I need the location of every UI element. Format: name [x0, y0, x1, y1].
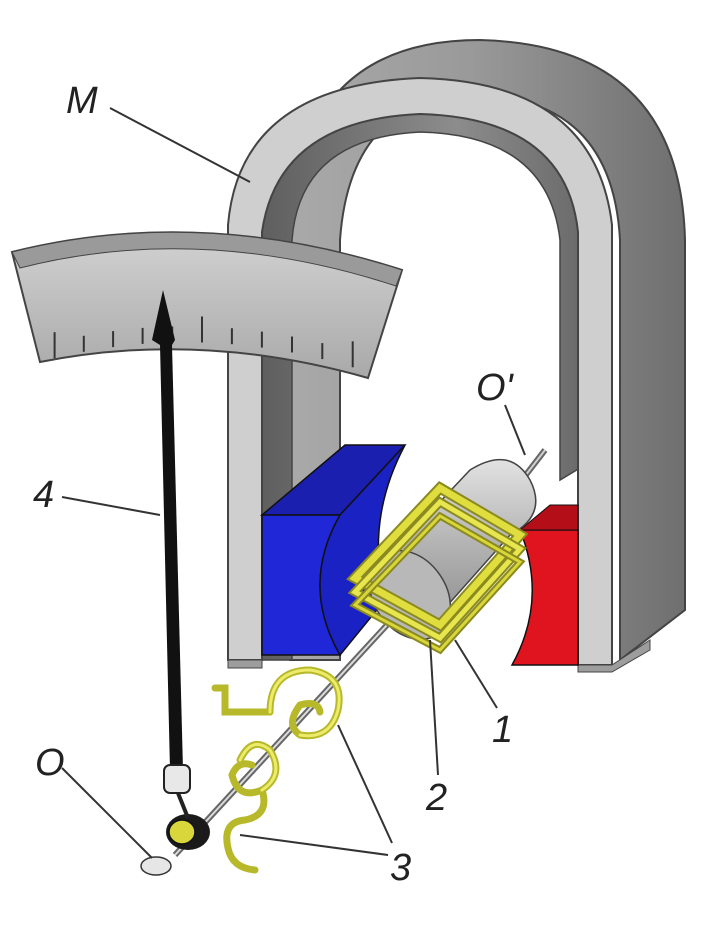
- leader-lines: [61, 107, 526, 859]
- pointer-needle: [152, 290, 191, 819]
- scale-edge: [11, 231, 403, 287]
- north-pole-piece: [259, 444, 407, 657]
- leader-part-2: [429, 639, 439, 776]
- coil-winding-4: [350, 498, 524, 642]
- coil-winding-2: [349, 483, 526, 630]
- leader-magnet: [109, 107, 251, 183]
- pointer-link: [176, 792, 190, 819]
- south-pole-piece: [510, 504, 579, 666]
- coil-winding-6: [352, 514, 523, 652]
- spiral-springs-highlight: [238, 668, 341, 792]
- south-pole-top: [518, 504, 579, 531]
- pointer-shaft: [152, 290, 183, 770]
- pivot-ring: [168, 819, 196, 845]
- south-pole-front: [510, 529, 579, 666]
- label-part-2: 2: [425, 777, 447, 819]
- moving-coil: [346, 481, 529, 655]
- magnet-right-foot: [577, 639, 651, 673]
- magnet-front-face: [227, 76, 613, 666]
- label-part-1: 1: [492, 709, 513, 751]
- magnet-left-foot: [227, 659, 263, 669]
- spring-upper-hi: [268, 668, 341, 738]
- spring-lower-bracket: [223, 786, 268, 874]
- bottom-pivot: [140, 814, 210, 876]
- spring-upper-bracket: [211, 684, 274, 716]
- label-magnet: M: [66, 80, 98, 122]
- pointer-clamp: [163, 764, 191, 794]
- leader-part-3b: [239, 834, 389, 856]
- leader-part-4: [61, 496, 161, 516]
- label-part-3: 3: [390, 847, 411, 889]
- pivot-tip: [140, 856, 172, 876]
- label-axis-bottom: O: [35, 742, 65, 784]
- leader-part-3a: [337, 724, 393, 844]
- leader-axis-top: [504, 404, 526, 456]
- leader-part-1: [454, 639, 498, 709]
- label-axis-top: O': [476, 367, 515, 409]
- leader-axis-bottom: [61, 767, 153, 859]
- instrument-scale: [10, 231, 404, 380]
- spring-lower-hi: [238, 742, 278, 792]
- label-part-4: 4: [33, 474, 54, 516]
